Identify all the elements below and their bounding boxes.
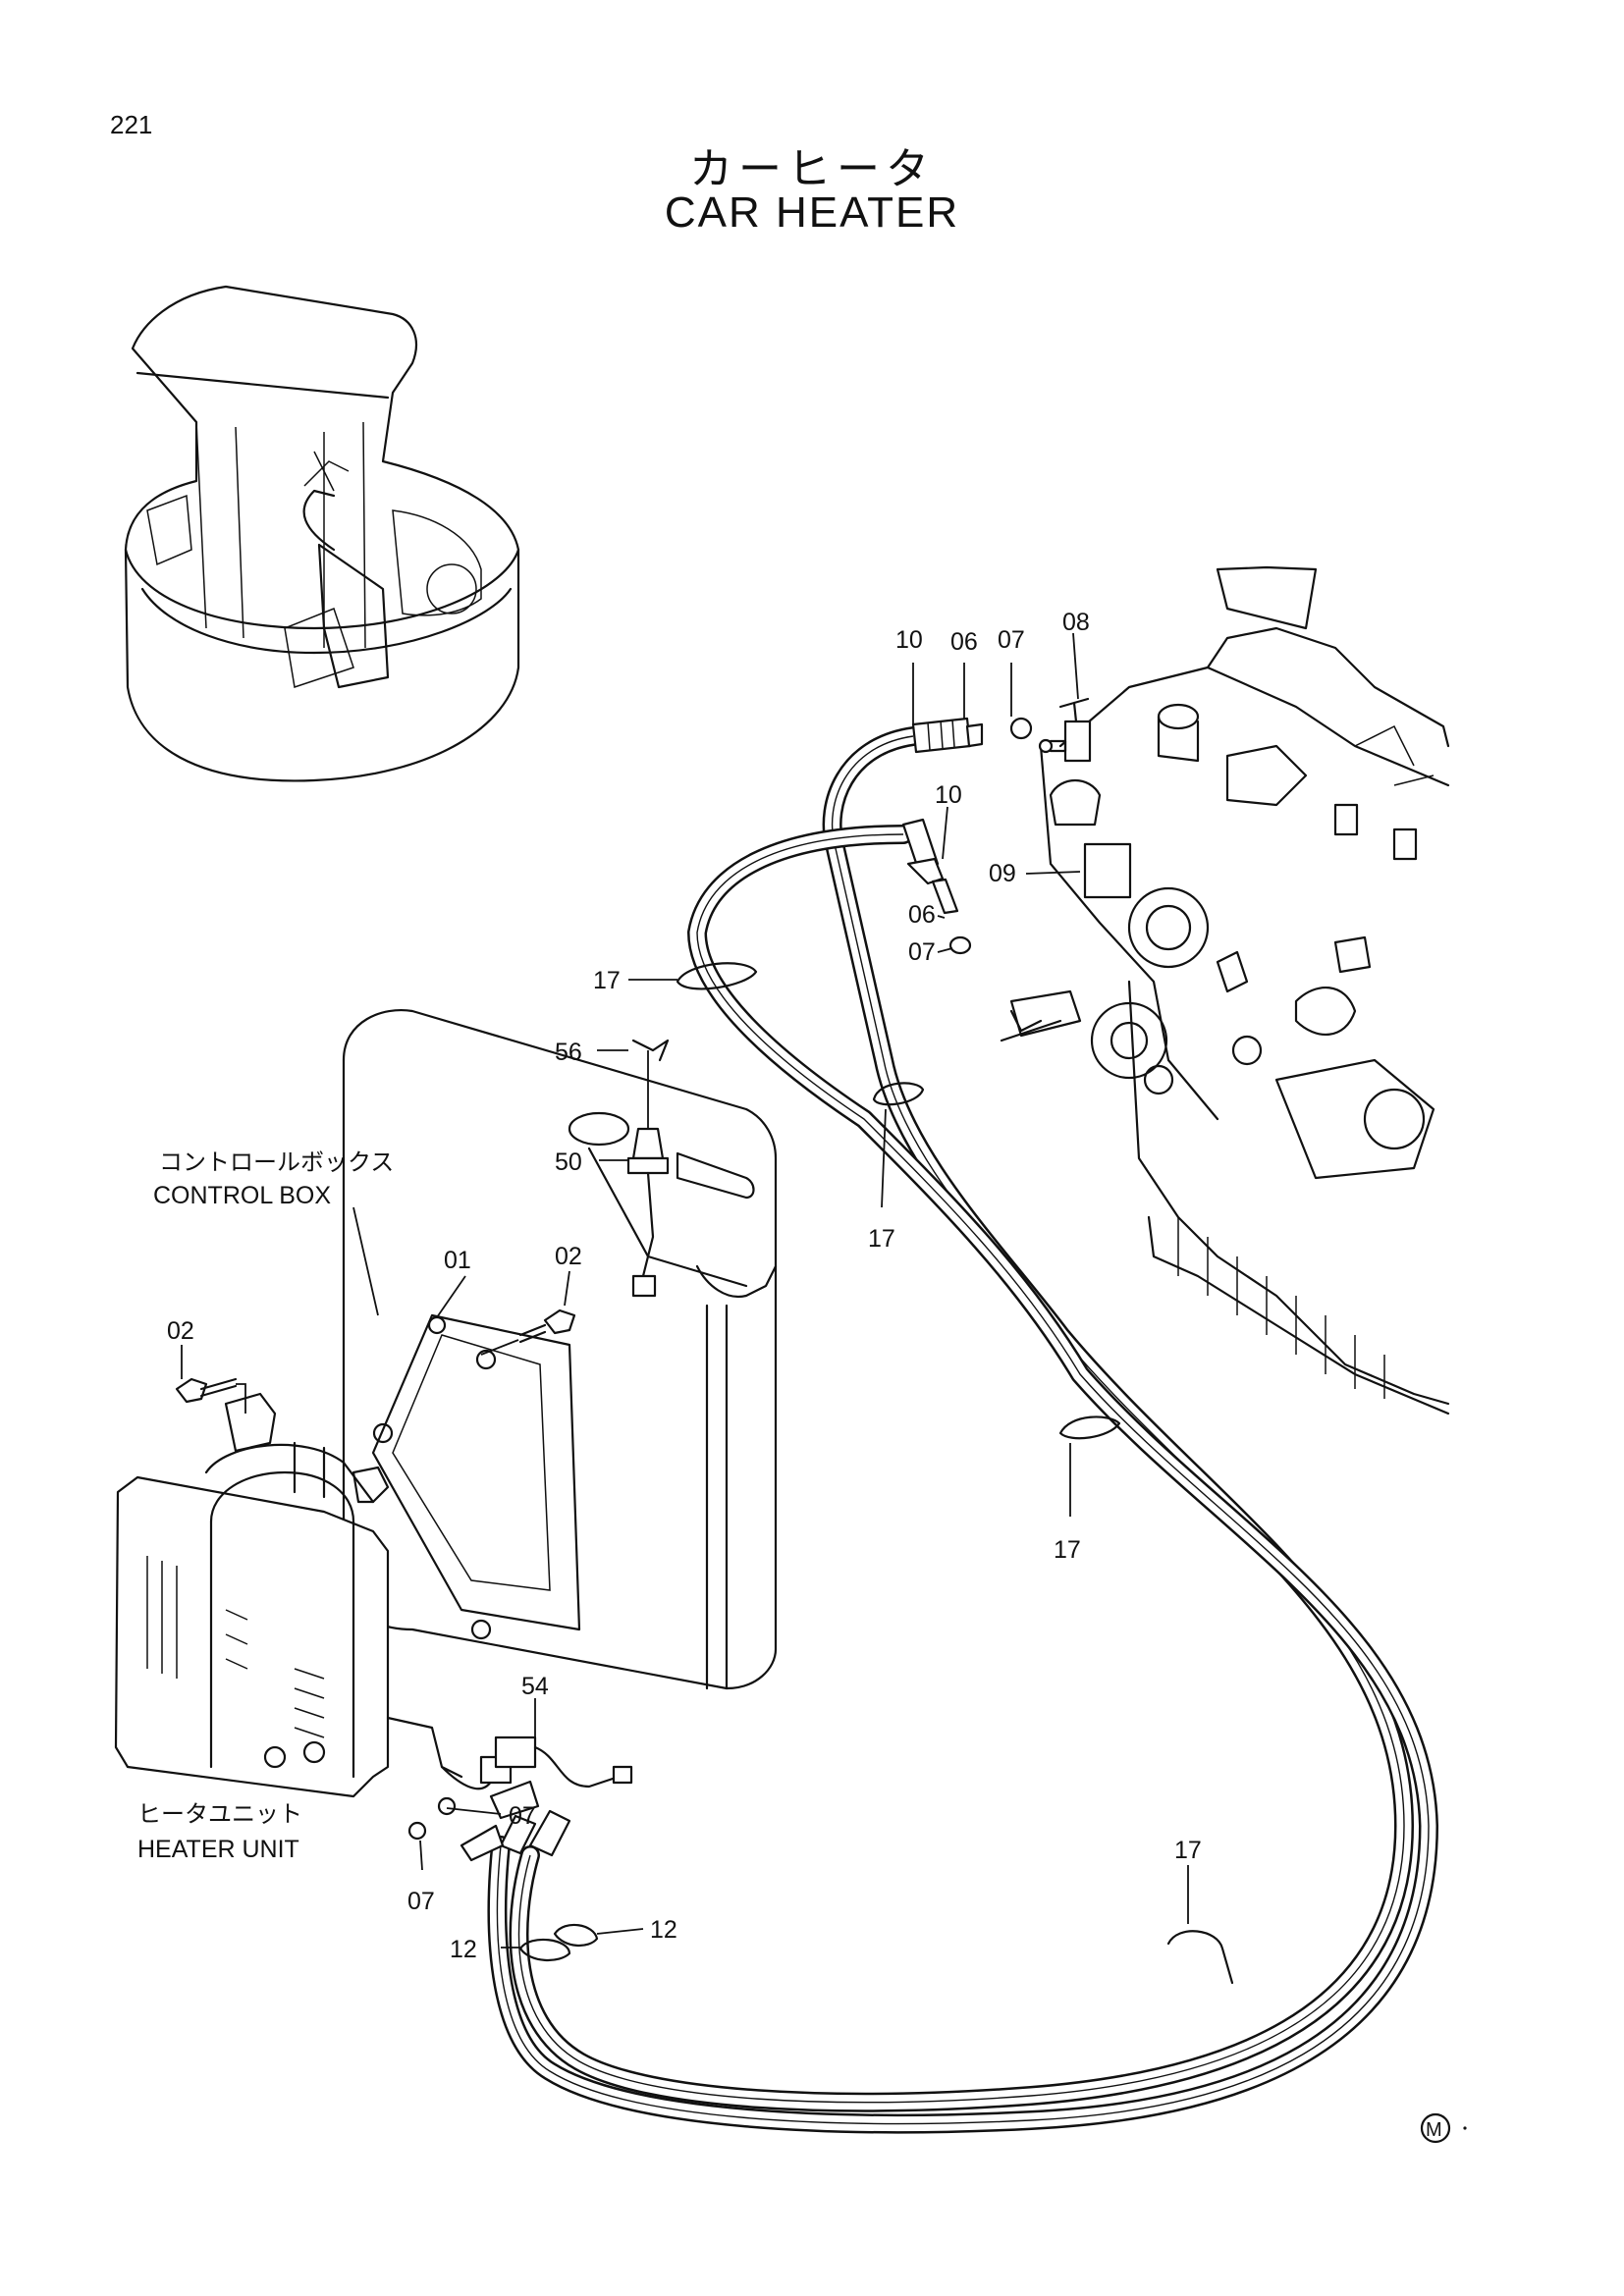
hose-clamps-07 <box>407 1796 457 1841</box>
callout-07-d: 07 <box>407 1888 435 1915</box>
callout-17-d: 17 <box>1174 1837 1202 1864</box>
callout-56: 56 <box>555 1039 582 1066</box>
thermo-switch-50 <box>626 1039 670 1298</box>
callout-17-b: 17 <box>868 1225 895 1253</box>
circled-m-mark: M <box>1420 2112 1467 2144</box>
callout-10-top: 10 <box>895 626 923 654</box>
leader-lines <box>181 632 1189 1949</box>
mark-letter: M <box>1426 2119 1442 2141</box>
callout-02-a: 02 <box>167 1317 194 1345</box>
callout-06-top: 06 <box>950 628 978 656</box>
callout-12-b: 12 <box>650 1916 677 1944</box>
callout-54: 54 <box>521 1673 549 1700</box>
wiring-harness-54 <box>440 1698 633 1790</box>
heater-unit-label-japanese: ヒータユニット <box>137 1800 302 1828</box>
machine-overview-illustration <box>124 285 520 782</box>
control-box-plate <box>371 1313 581 1640</box>
bolts <box>175 1308 576 1414</box>
radiator-tank <box>342 1009 778 1690</box>
callout-08: 08 <box>1062 609 1090 636</box>
callout-02-b: 02 <box>555 1243 582 1270</box>
hose-bands <box>518 962 1234 1985</box>
control-box-label-english: CONTROL BOX <box>153 1182 331 1209</box>
coolant-hoses <box>487 726 1438 2134</box>
page-number: 221 <box>110 110 153 139</box>
callout-10-mid: 10 <box>935 781 962 809</box>
control-box-label-japanese: コントロールボックス <box>159 1148 394 1176</box>
engine-illustration <box>1000 565 1450 1415</box>
title-japanese: カーヒータ <box>689 144 935 194</box>
callout-17-c: 17 <box>1054 1536 1081 1564</box>
callout-06-mid: 06 <box>908 901 936 929</box>
callout-07-top: 07 <box>998 626 1025 654</box>
callout-50: 50 <box>555 1148 582 1176</box>
heater-unit <box>114 1392 463 1798</box>
callout-12-a: 12 <box>450 1936 477 1963</box>
hose-fittings <box>460 717 1033 1862</box>
callout-09: 09 <box>989 860 1016 887</box>
heater-unit-label-english: HEATER UNIT <box>137 1836 299 1863</box>
callout-01: 01 <box>444 1247 471 1274</box>
callout-07-c: 07 <box>509 1802 536 1830</box>
drain-cock <box>1038 697 1092 763</box>
title-english: CAR HEATER <box>664 188 960 237</box>
callout-17-a: 17 <box>593 967 621 994</box>
callout-07-mid: 07 <box>908 938 936 966</box>
